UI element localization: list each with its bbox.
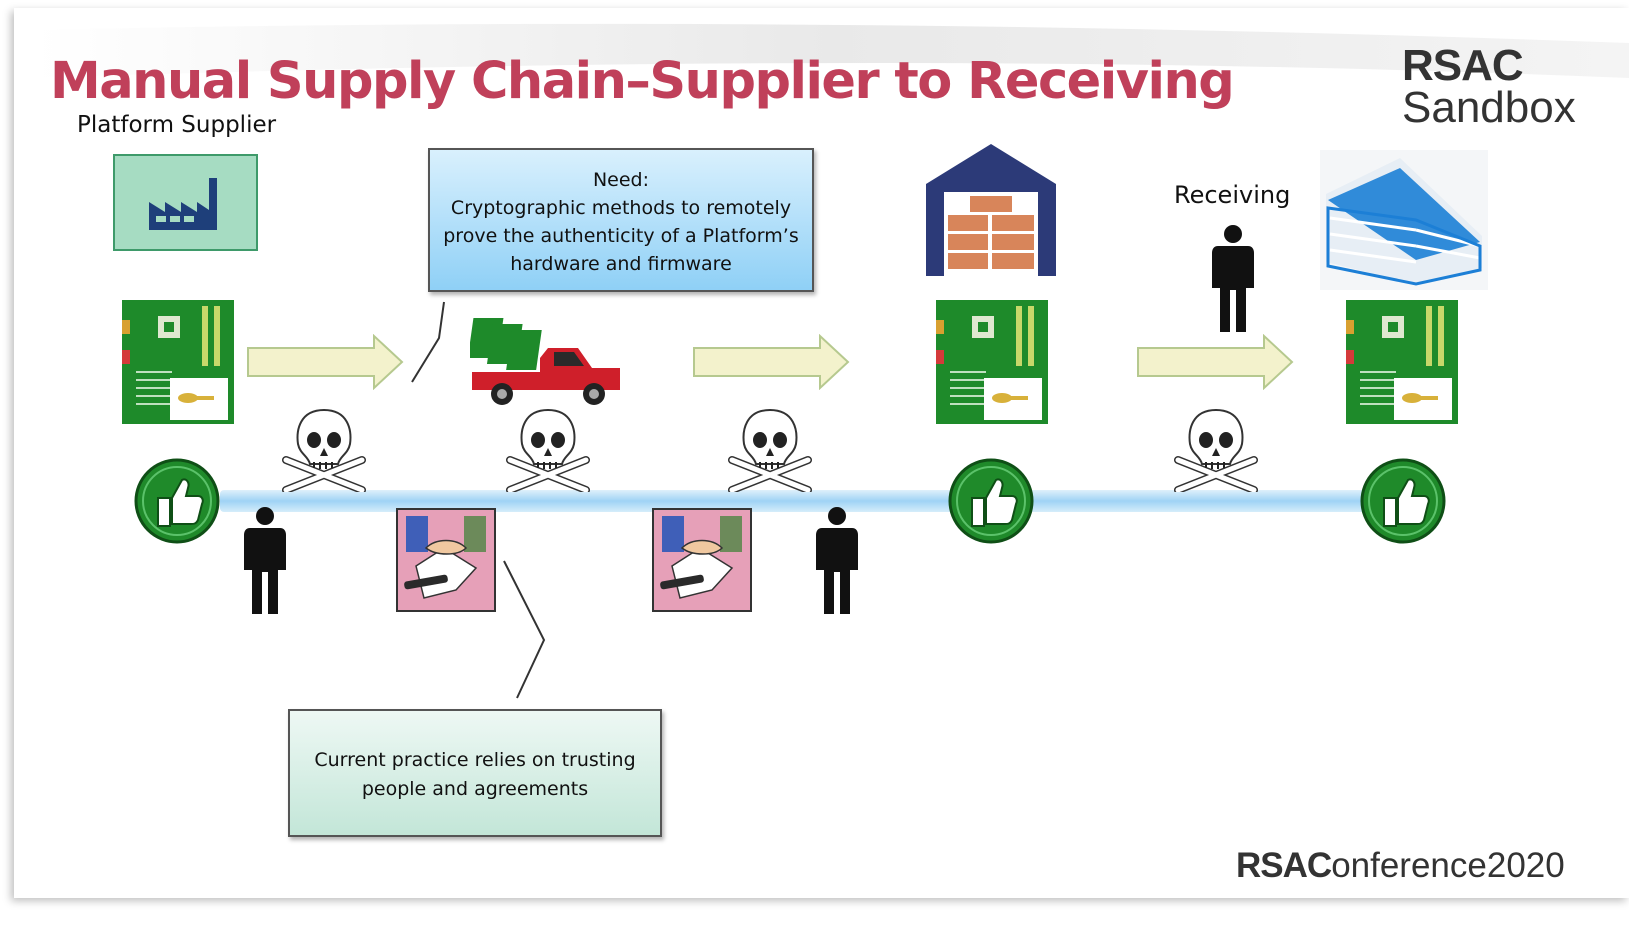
current-practice-callout: Current practice relies on trusting peop… [288, 709, 662, 837]
receiving-label: Receiving [1174, 181, 1291, 209]
timeline-bar [220, 490, 1368, 512]
need-callout: Need: Cryptographic methods to remotely … [428, 148, 814, 292]
truck-icon [470, 318, 620, 405]
footer-brand: RSAC [1236, 846, 1332, 885]
thumbs-up-icon [134, 458, 220, 544]
slide: Manual Supply Chain–Supplier to Receivin… [14, 8, 1629, 898]
need-line: Cryptographic methods to remotely [450, 197, 792, 219]
person-icon [816, 507, 858, 614]
motherboard-icon [1346, 300, 1458, 424]
skull-crossbones-icon [1174, 408, 1258, 492]
arrow-right-icon [693, 334, 850, 390]
need-line: Need: [592, 169, 650, 191]
skull-crossbones-icon [506, 408, 590, 492]
thumbs-up-icon [1360, 458, 1446, 544]
practice-line: Current practice relies on trusting [314, 749, 636, 771]
motherboard-icon [936, 300, 1048, 424]
office-building-icon [1320, 150, 1488, 290]
motherboard-icon [122, 300, 234, 424]
person-icon [244, 507, 286, 614]
handshake-agreement-icon [396, 508, 496, 612]
need-line: hardware and firmware [510, 253, 732, 275]
handshake-agreement-icon [652, 508, 752, 612]
practice-line: people and agreements [361, 778, 589, 800]
callout-connectors [411, 301, 546, 699]
person-icon [1212, 225, 1254, 332]
arrow-right-icon [1137, 334, 1294, 390]
platform-supplier-label: Platform Supplier [77, 112, 277, 138]
rsa-conference-footer-logo: RSAConference2020 [1236, 846, 1565, 886]
arrow-right-icon [247, 334, 404, 390]
rsac-sandbox-logo: RSAC Sandbox [1402, 44, 1576, 130]
footer-event: onference2020 [1331, 846, 1565, 885]
factory-icon [113, 154, 258, 251]
skull-crossbones-icon [282, 408, 366, 492]
skull-crossbones-icon [728, 408, 812, 492]
logo-top: RSAC [1402, 41, 1524, 90]
logo-bottom: Sandbox [1402, 83, 1576, 132]
warehouse-icon [926, 144, 1056, 276]
thumbs-up-icon [948, 458, 1034, 544]
need-line: prove the authenticity of a Platform’s [443, 225, 799, 247]
header-swoosh [34, 23, 1629, 78]
slide-title: Manual Supply Chain–Supplier to Receivin… [50, 52, 1235, 111]
